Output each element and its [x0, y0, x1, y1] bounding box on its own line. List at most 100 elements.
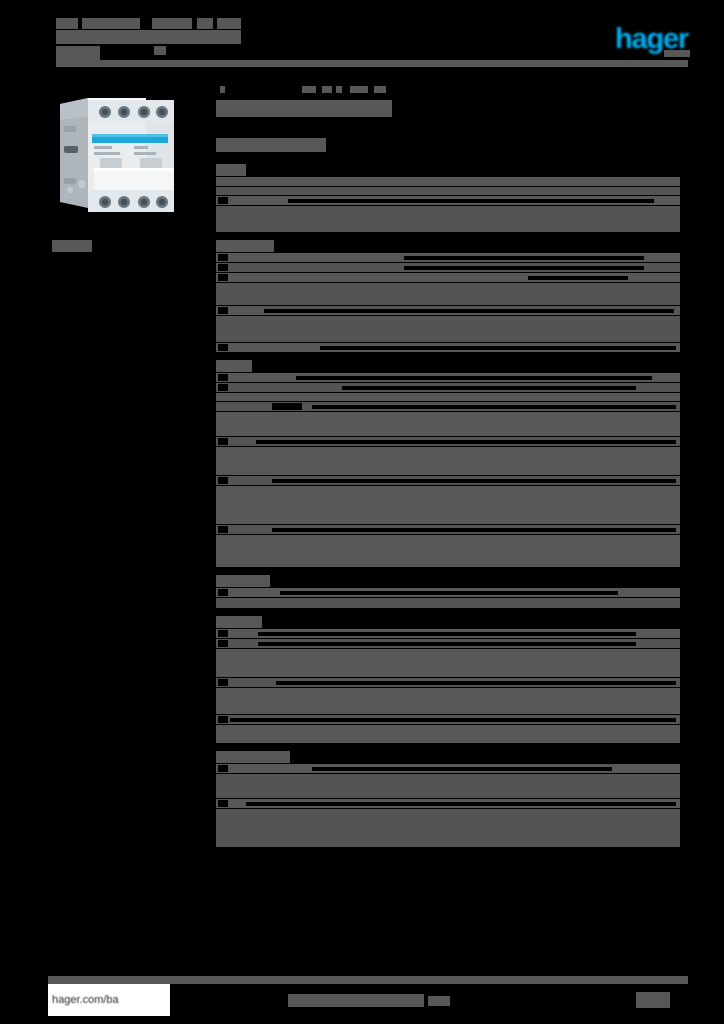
spec-section-gap	[216, 744, 680, 751]
spec-row-label	[218, 589, 228, 596]
spec-section-heading	[216, 616, 680, 628]
spec-section-gap	[216, 233, 680, 240]
spec-row-label	[218, 197, 228, 204]
header-text-segment-1	[56, 18, 78, 29]
spec-row	[216, 402, 680, 411]
spec-row-label	[218, 800, 228, 807]
header-subtitle-fragment	[154, 46, 166, 55]
spec-row	[216, 598, 680, 608]
header-text-segment-4	[197, 18, 213, 29]
spec-section-heading	[216, 360, 680, 372]
footer-center-text-secondary	[428, 996, 450, 1006]
hager-logo-text: hager	[615, 23, 689, 55]
spec-row-leader	[528, 275, 628, 280]
spec-section-rows	[216, 588, 680, 608]
spec-row	[216, 263, 680, 272]
spec-row	[216, 283, 680, 305]
footer-page-number	[636, 992, 670, 1008]
header-divider	[56, 60, 688, 67]
spec-row-label	[218, 274, 228, 281]
spec-row-leader	[342, 385, 636, 390]
spec-row	[216, 688, 680, 714]
spec-row-label	[218, 374, 228, 381]
spec-row	[216, 253, 680, 262]
spec-row	[216, 393, 680, 401]
spec-section-rows	[216, 373, 680, 567]
footer-website-text: hager.com/ba	[52, 994, 119, 1006]
spec-row	[216, 187, 680, 195]
section-heading-label	[216, 164, 246, 176]
footer-divider	[48, 976, 688, 984]
spec-row-leader	[272, 527, 676, 532]
spec-row-leader	[312, 404, 676, 409]
spec-section-heading	[216, 575, 680, 587]
section-heading-label	[216, 575, 270, 587]
spec-row	[216, 799, 680, 808]
spec-section-gap	[216, 568, 680, 575]
hager-logo: hager	[592, 23, 690, 57]
spec-row	[216, 476, 680, 485]
spec-row	[216, 486, 680, 524]
header-text-segment-2	[82, 18, 140, 29]
spec-row-label	[218, 344, 228, 351]
spec-section-gap	[216, 609, 680, 616]
spec-row-leader	[230, 717, 676, 722]
spec-section-heading	[216, 751, 680, 763]
specification-table	[216, 164, 680, 847]
main-content	[216, 86, 680, 848]
spec-row-leader	[296, 375, 652, 380]
spec-row-label	[218, 716, 228, 723]
spec-row	[216, 316, 680, 342]
header-subtitle-line	[56, 46, 100, 60]
spec-row-label	[218, 477, 228, 484]
page-footer: hager.com/ba	[48, 984, 688, 1018]
spec-row-leader	[280, 590, 618, 595]
spec-row	[216, 629, 680, 638]
spec-row-label	[218, 254, 228, 261]
spec-section-gap	[216, 353, 680, 360]
spec-row	[216, 383, 680, 392]
spec-row	[216, 715, 680, 724]
spec-row	[216, 649, 680, 677]
spec-row	[216, 725, 680, 743]
spec-row-leader	[264, 308, 674, 313]
spec-row-label	[272, 403, 302, 410]
spec-row-label	[218, 264, 228, 271]
header-text-segment-5	[217, 18, 241, 29]
title-ascenders	[216, 86, 680, 93]
page-header	[56, 14, 688, 66]
spec-row-leader	[276, 680, 676, 685]
spec-row-label	[218, 384, 228, 391]
spec-row	[216, 678, 680, 687]
product-subtitle	[216, 138, 326, 152]
spec-row-leader	[258, 641, 636, 646]
spec-row	[216, 206, 680, 232]
product-title	[216, 100, 392, 117]
spec-row	[216, 273, 680, 282]
spec-row-label	[218, 640, 228, 647]
section-heading-label	[216, 616, 262, 628]
spec-row-label	[218, 307, 228, 314]
spec-row-leader	[246, 801, 676, 806]
modular-contactor-illustration	[60, 98, 174, 212]
spec-row-label	[218, 526, 228, 533]
spec-row	[216, 809, 680, 847]
spec-row	[216, 437, 680, 446]
spec-row	[216, 639, 680, 648]
spec-row-label	[218, 630, 228, 637]
spec-row-leader	[320, 345, 676, 350]
spec-section-rows	[216, 253, 680, 352]
spec-row	[216, 535, 680, 567]
footer-center-text	[288, 994, 424, 1007]
spec-row-leader	[256, 439, 676, 444]
footer-website-link[interactable]: hager.com/ba	[48, 984, 170, 1016]
spec-section-rows	[216, 629, 680, 743]
spec-row	[216, 764, 680, 773]
header-title-line	[56, 30, 241, 44]
product-image	[48, 86, 198, 236]
header-text-segment-3	[152, 18, 192, 29]
spec-row	[216, 343, 680, 352]
spec-row	[216, 373, 680, 382]
spec-row-label	[218, 765, 228, 772]
